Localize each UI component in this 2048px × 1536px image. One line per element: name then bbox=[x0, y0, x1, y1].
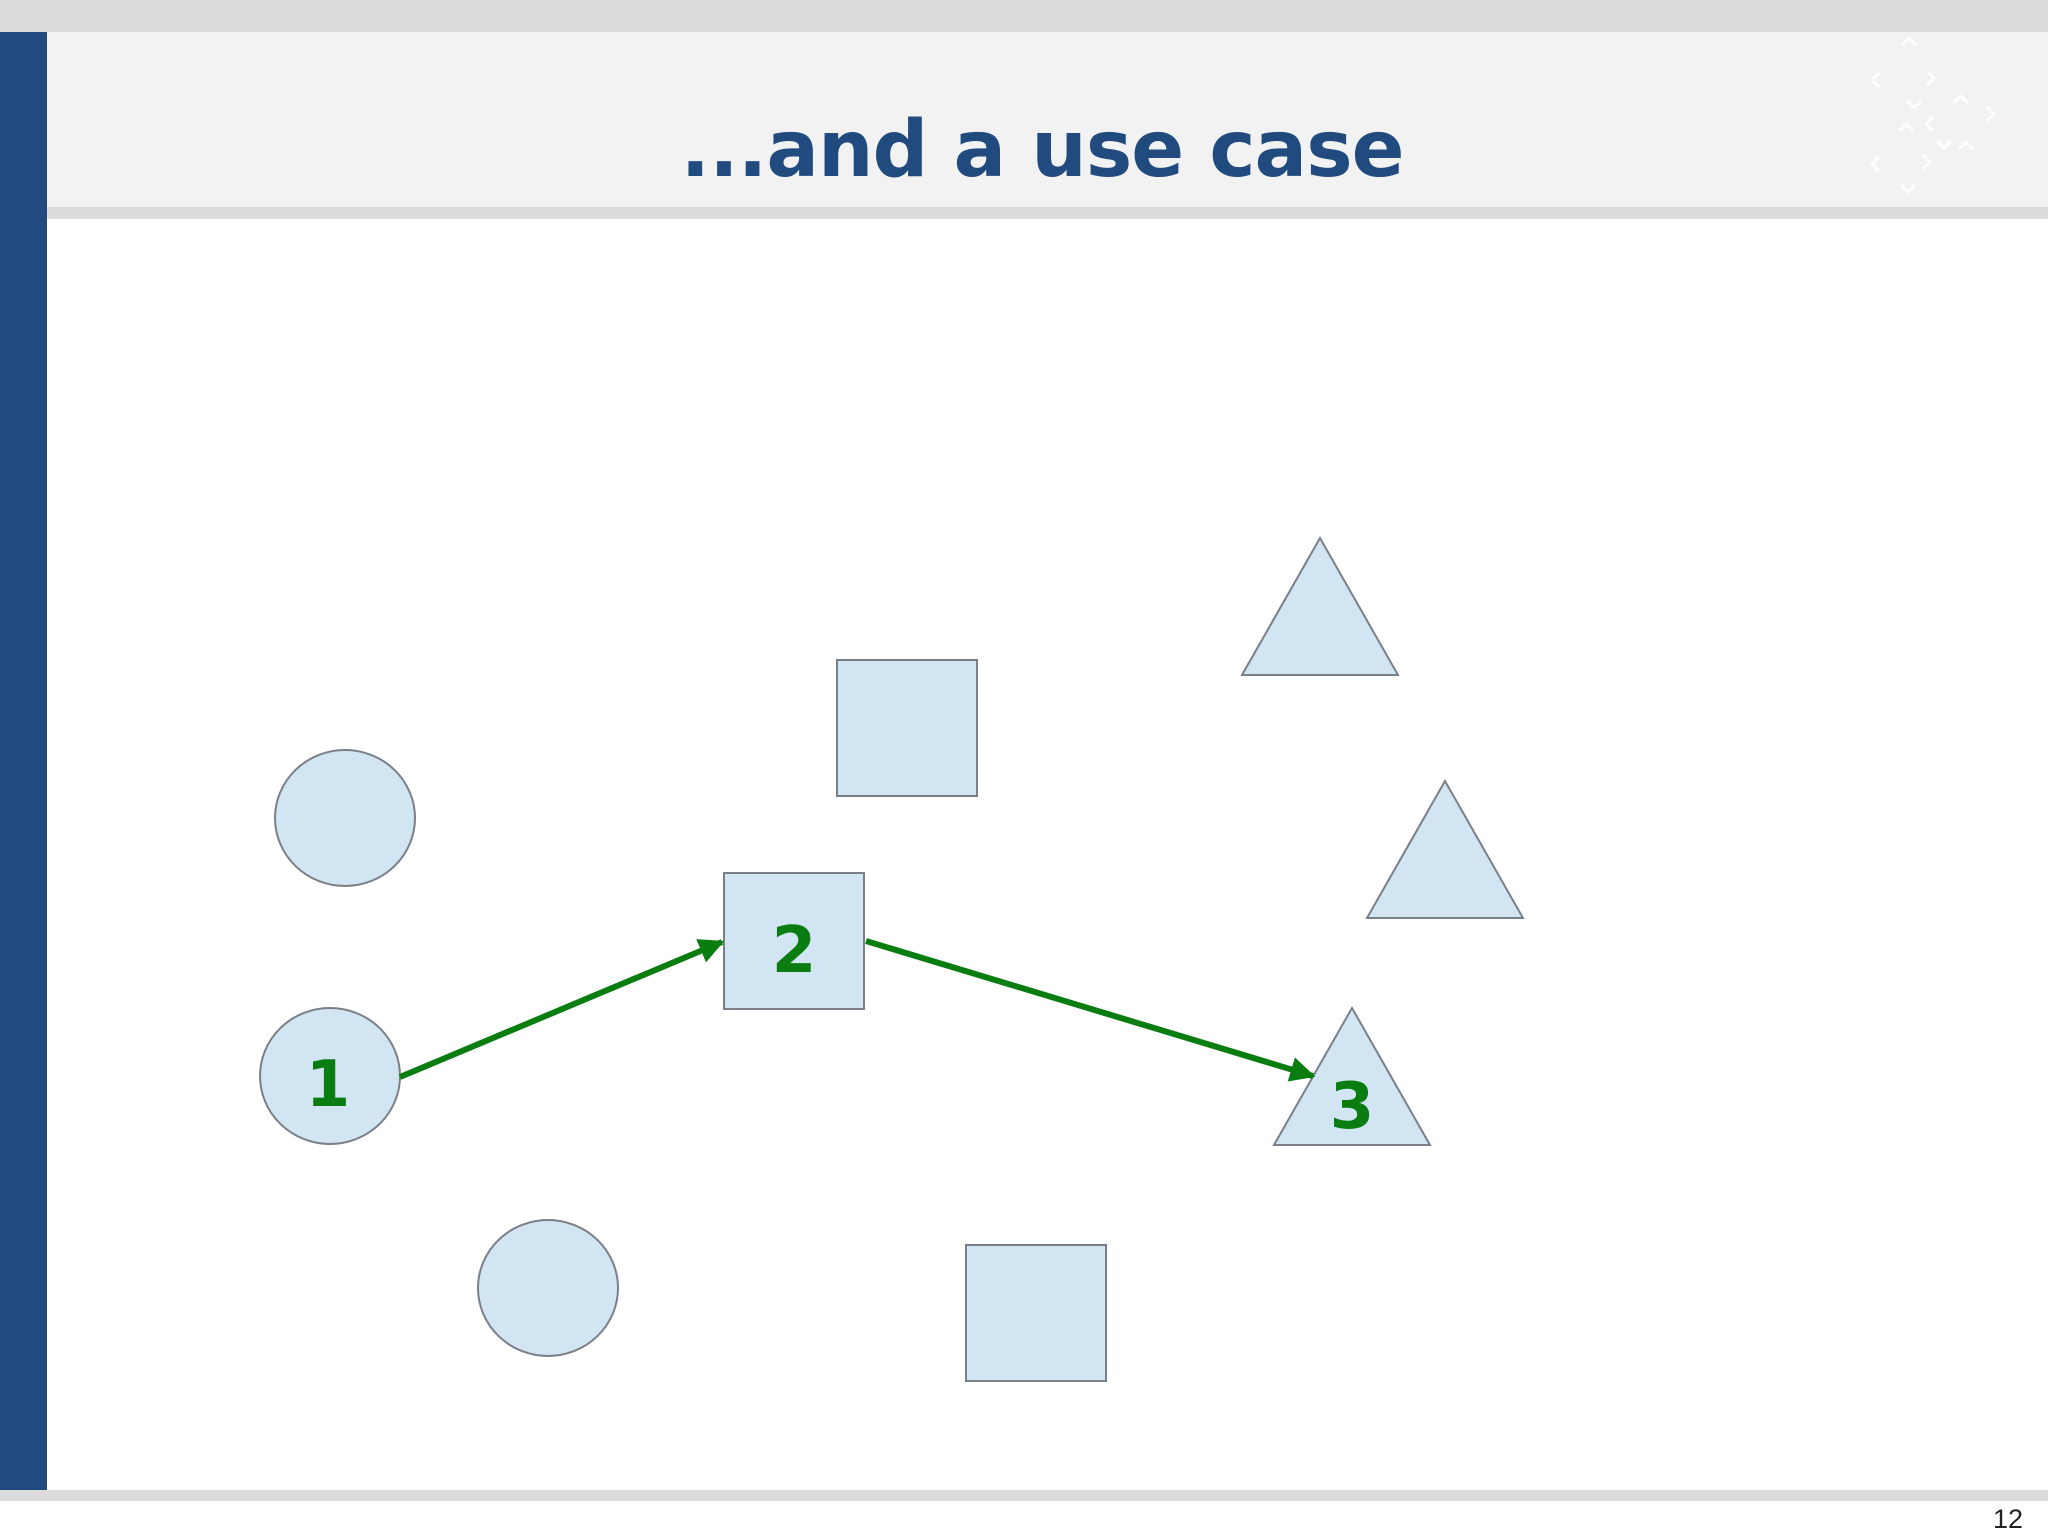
path-label-2: 2 bbox=[772, 914, 817, 988]
header-divider bbox=[47, 207, 2048, 219]
top-band bbox=[0, 0, 2048, 32]
square-shape bbox=[836, 659, 978, 797]
footer-band bbox=[0, 1490, 2048, 1501]
square-shape bbox=[965, 1244, 1107, 1382]
decorative-chevron-pattern-icon bbox=[1870, 36, 1996, 194]
slide-title: ...and a use case bbox=[680, 105, 1404, 195]
circle-shape bbox=[274, 749, 416, 887]
path-node-2 bbox=[723, 872, 865, 1010]
shape-path-diagram: 1 2 3 bbox=[259, 535, 1525, 1382]
page-number: 12 bbox=[1992, 1504, 2023, 1534]
header bbox=[47, 32, 2048, 207]
path-label-1: 1 bbox=[306, 1048, 351, 1122]
path-arrow-1-to-2 bbox=[398, 939, 725, 1080]
left-accent-bar bbox=[0, 32, 47, 1490]
path-label-3: 3 bbox=[1330, 1070, 1375, 1144]
path-arrow-2-to-3 bbox=[865, 938, 1316, 1082]
triangle-shape bbox=[1365, 778, 1525, 919]
circle-shape bbox=[477, 1219, 619, 1357]
triangle-shape bbox=[1240, 535, 1400, 676]
